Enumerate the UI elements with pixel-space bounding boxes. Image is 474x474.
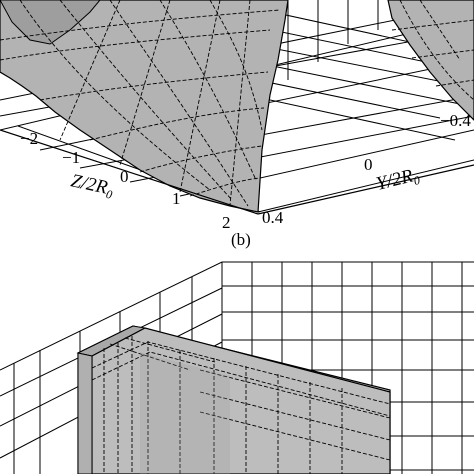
z-tick-label: −1: [62, 148, 80, 167]
z-tick-label: −2: [20, 129, 38, 148]
bottom-surface: [76, 325, 391, 474]
y-tick-label: 0: [364, 155, 373, 174]
z-tick-labels: −2 −1 0 1 2: [20, 129, 231, 232]
y-tick-labels: −0.4 0 0.4: [262, 111, 471, 227]
z-axis-label: Z/2R0: [69, 170, 116, 201]
panel-top: −2 −1 0 1 2 −0.4 0 0.4 Z/2R0 Y/2R0 (b): [0, 0, 474, 249]
top-axes: [0, 129, 474, 215]
z-tick-label: 2: [222, 213, 231, 232]
z-tick-label: 0: [120, 167, 129, 186]
panel-bottom: [0, 261, 474, 474]
top-surface: [0, 0, 474, 213]
y-axis-label: Y/2R0: [374, 164, 421, 197]
panel-label: (b): [231, 230, 251, 249]
y-tick-label: −0.4: [440, 111, 471, 130]
y-tick-label: 0.4: [262, 208, 284, 227]
z-tick-label: 1: [172, 189, 181, 208]
